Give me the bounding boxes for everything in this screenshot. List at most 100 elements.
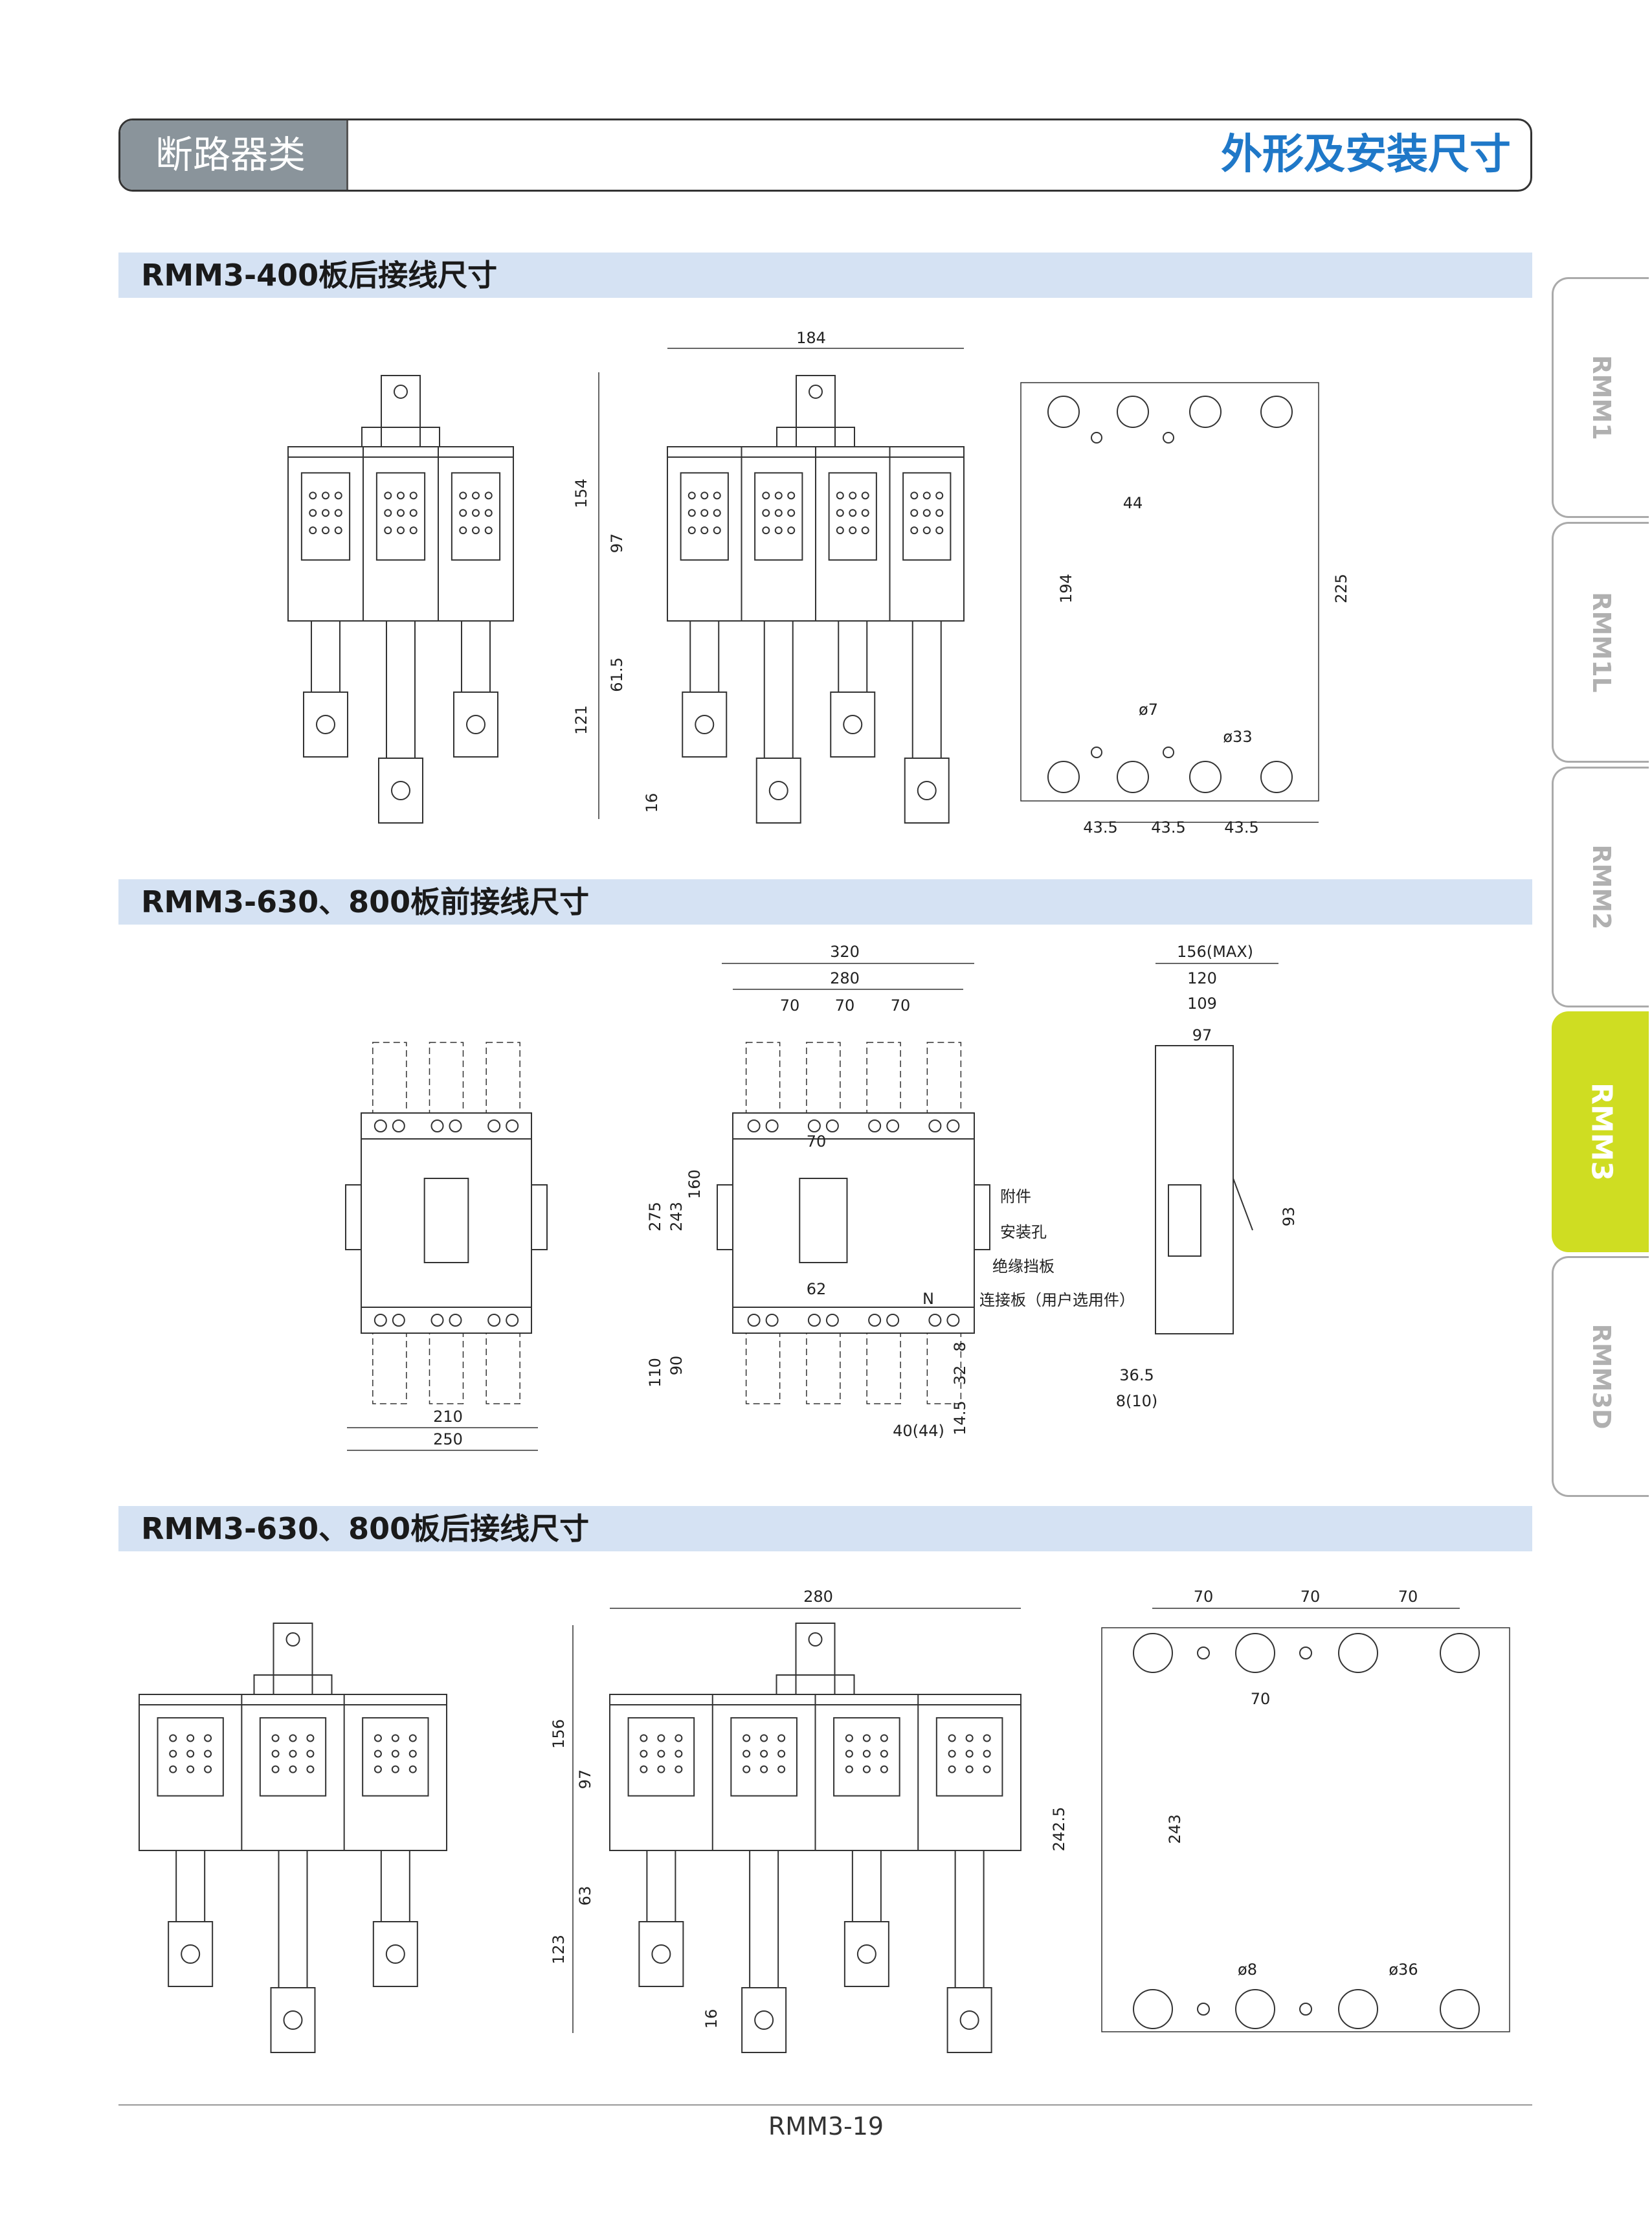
handle-window [799,1178,848,1263]
side-tab-rmm3[interactable]: RMM3 [1552,1011,1649,1252]
mount-hole [1047,396,1080,428]
terminal-lug [372,1921,418,1987]
terminal-row [732,1307,975,1334]
terminal-dot [880,1765,888,1773]
mount-hole [1117,396,1149,428]
terminal-dot [289,1765,297,1773]
dim-label: 280 [830,969,860,987]
terminal-dot [322,509,329,517]
terminal-bar [763,620,794,759]
terminal-dot [484,509,493,517]
terminal-cover [375,472,426,561]
dim-label: 160 [686,1169,704,1199]
lug-hole [768,781,788,800]
terminal-dot [965,1749,974,1758]
terminal-dot [271,1749,280,1758]
dim-label: 97 [576,1770,594,1790]
terminal-dot [880,1749,888,1758]
terminal-dot [169,1749,177,1758]
terminal-lug [378,758,423,824]
mount-hole [1338,1989,1378,2029]
terminal-dot [849,491,857,500]
terminal-dot [762,491,770,500]
footer-divider [118,2104,1532,2106]
dim-label: 40(44) [893,1422,944,1440]
handle [795,1623,836,1695]
terminal-dot [374,1734,382,1742]
callout-connection-plate: 连接板（用户选用件） [979,1291,1135,1309]
mount-hole [1091,747,1102,758]
terminal-dot [204,1765,212,1773]
terminal-dot [409,509,418,517]
dim-label: 93 [1280,1207,1298,1227]
terminal-dot [910,491,919,500]
screw [506,1119,519,1132]
dim-label: 156 [550,1719,568,1749]
terminal-dot [910,526,919,535]
terminal-dot [409,491,418,500]
side-handle [1233,1178,1253,1231]
callout-accessory: 附件 [1000,1187,1031,1206]
side-tab-rmm1l[interactable]: RMM1L [1552,522,1649,763]
terminal-lug [741,1987,787,2053]
terminal-dot [948,1734,956,1742]
screw [487,1314,501,1327]
screw [886,1314,900,1327]
terminal-bar [380,1850,410,1922]
terminal-bar [911,620,942,759]
accessory-left [345,1184,362,1250]
lug-hole [391,781,410,800]
screw [825,1314,839,1327]
terminal-bar [386,620,416,759]
terminal-lug [453,691,498,758]
terminal-cover [680,472,729,561]
accessory-right [531,1184,548,1250]
side-tab-rmm3d[interactable]: RMM3D [1552,1256,1649,1497]
screw [928,1119,942,1132]
terminal-bar [175,1850,206,1922]
terminal-plate-top [806,1042,841,1114]
terminal-cover [828,472,877,561]
terminal-dot [760,1749,768,1758]
terminal-cover [754,472,803,561]
terminal-dot [862,1765,871,1773]
terminal-row [732,1112,975,1140]
terminal-dot [713,509,721,517]
terminal-bar [311,620,340,693]
terminal-dot [849,509,857,517]
terminal-dot [409,526,418,535]
side-body [1155,1045,1234,1334]
terminal-plate-bottom [866,1332,901,1404]
dim-label: ø7 [1139,701,1158,719]
terminal-dot [472,491,480,500]
handle-hole [808,1632,823,1647]
screw [506,1314,519,1327]
terminal-bar [749,1850,779,1988]
side-tab-rmm1[interactable]: RMM1 [1552,277,1649,518]
dim-label: 154 [572,478,590,508]
terminal-dot [845,1734,853,1742]
lug-hole [959,2010,979,2030]
lug-hole [917,781,937,800]
screw [765,1314,779,1327]
screw [392,1119,405,1132]
terminal-lug [830,691,876,758]
breaker-top-rail [139,1694,447,1705]
dim-label: 36.5 [1119,1366,1154,1384]
screw [807,1119,821,1132]
mounting-plate [1101,1627,1510,2032]
page-header: 断路器类 外形及安装尺寸 [118,118,1532,192]
dim-label: 156(MAX) [1177,943,1253,961]
screw [374,1119,387,1132]
dim-label: 70 [891,996,911,1015]
terminal-dot [459,509,467,517]
terminal-dot [948,1749,956,1758]
terminal-lug [682,691,728,758]
terminal-dot [836,509,844,517]
side-tab-rmm2[interactable]: RMM2 [1552,767,1649,1007]
terminal-plate-top [745,1042,781,1114]
terminal-lug [270,1987,316,2053]
dim-label: 275 [646,1202,664,1231]
side-handle-base [1168,1184,1201,1257]
terminal-cover [902,472,952,561]
